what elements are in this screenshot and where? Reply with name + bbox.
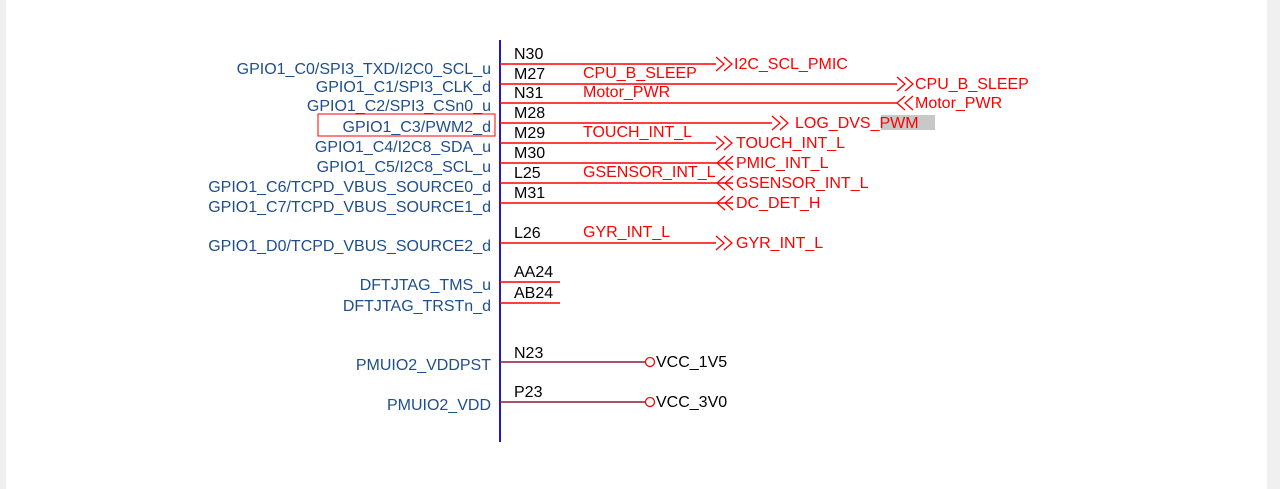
offpage-out-flag — [715, 135, 733, 151]
pin-label: GPIO1_C7/TCPD_VBUS_SOURCE1_d — [208, 199, 491, 216]
pin-number: M29 — [514, 125, 545, 142]
pin-number: L26 — [514, 225, 541, 242]
pin-number: M31 — [514, 185, 545, 202]
net-flag-label: LOG_DVS_PWM — [795, 115, 919, 132]
offpage-out-flag — [715, 235, 733, 251]
pin-label: GPIO1_C6/TCPD_VBUS_SOURCE0_d — [208, 179, 491, 196]
net-label: CPU_B_SLEEP — [583, 65, 697, 82]
offpage-in-flag — [716, 175, 734, 191]
net-flag-label: I2C_SCL_PMIC — [734, 56, 848, 73]
pin-label: GPIO1_C4/I2C8_SDA_u — [315, 139, 491, 156]
net-flag-label: TOUCH_INT_L — [736, 135, 845, 152]
offpage-in-flag — [896, 95, 914, 111]
pin-number: N30 — [514, 46, 543, 63]
pin-number: N31 — [514, 85, 543, 102]
net-flag-label: DC_DET_H — [736, 195, 820, 212]
pin-label: DFTJTAG_TRSTn_d — [343, 298, 491, 315]
power-terminal-icon — [644, 396, 656, 408]
offpage-out-flag — [771, 115, 789, 131]
pin-number: M28 — [514, 105, 545, 122]
net-label: GSENSOR_INT_L — [583, 164, 716, 181]
pin-label: GPIO1_C5/I2C8_SCL_u — [317, 159, 491, 176]
power-net-label: VCC_3V0 — [656, 394, 727, 411]
schematic-sheet — [6, 0, 1267, 489]
pin-number: L25 — [514, 165, 541, 182]
net-label: TOUCH_INT_L — [583, 124, 692, 141]
net-flag-label: PMIC_INT_L — [736, 155, 829, 172]
offpage-in-flag — [716, 155, 734, 171]
offpage-in-flag — [716, 195, 734, 211]
pin-label: GPIO1_C1/SPI3_CLK_d — [316, 79, 491, 96]
pin-number: N23 — [514, 345, 543, 362]
pin-label: PMUIO2_VDD — [387, 397, 491, 414]
net-flag-label: GYR_INT_L — [736, 235, 823, 252]
power-net-label: VCC_1V5 — [656, 354, 727, 371]
pin-number: M30 — [514, 145, 545, 162]
net-label: GYR_INT_L — [583, 224, 670, 241]
pin-label: GPIO1_C0/SPI3_TXD/I2C0_SCL_u — [237, 61, 491, 78]
highlight-box — [317, 113, 496, 137]
pin-number: AB24 — [514, 285, 553, 302]
pin-label: GPIO1_C3/PWM2_d — [343, 119, 492, 136]
pin-label: GPIO1_C2/SPI3_CSn0_u — [307, 98, 491, 115]
net-flag-label: Motor_PWR — [915, 95, 1002, 112]
text-highlight — [881, 115, 935, 130]
pin-label: GPIO1_D0/TCPD_VBUS_SOURCE2_d — [208, 238, 491, 255]
net-label: Motor_PWR — [583, 84, 670, 101]
offpage-out-flag — [715, 56, 733, 72]
net-flag-label: GSENSOR_INT_L — [736, 175, 869, 192]
net-flag-label: CPU_B_SLEEP — [915, 76, 1029, 93]
offpage-out-flag — [896, 76, 914, 92]
pin-number: M27 — [514, 66, 545, 83]
pin-number: P23 — [514, 384, 543, 401]
pin-number: AA24 — [514, 264, 553, 281]
pin-label: DFTJTAG_TMS_u — [360, 277, 491, 294]
pin-label: PMUIO2_VDDPST — [356, 357, 491, 374]
power-terminal-icon — [644, 356, 656, 368]
